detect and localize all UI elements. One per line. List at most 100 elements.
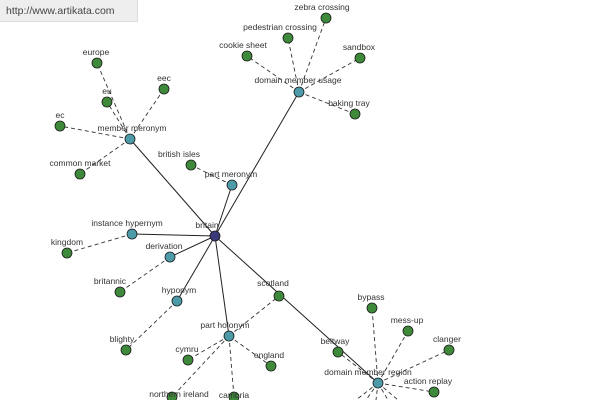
cookie-sheet-node-label: cookie sheet (219, 40, 267, 50)
sandbox-node[interactable] (354, 52, 366, 64)
scotland-node-label: scotland (257, 278, 289, 288)
northern-ireland-node-label: northern ireland (149, 389, 209, 399)
pedestrian-crossing-node-label: pedestrian crossing (243, 22, 317, 32)
part-meronym-node-label: part meronym (205, 169, 257, 179)
edge-domain-member-region-bypass (371, 307, 379, 384)
edge-member-meronym-eu (106, 101, 131, 140)
europe-node-label: europe (83, 47, 110, 57)
northern-ireland-node[interactable] (166, 391, 178, 400)
edge-member-meronym-eec (129, 88, 165, 140)
edge-domain-member-region-beltway (337, 351, 379, 384)
nodes-layer (54, 12, 455, 400)
england-node[interactable] (265, 360, 277, 372)
edge-domain-member-region-offscreen-1 (355, 382, 379, 400)
ec-node[interactable] (54, 120, 66, 132)
member-meronym-node-label: member meronym (98, 123, 167, 133)
hyponym-node-label: hyponym (162, 285, 197, 295)
common-market-node[interactable] (74, 168, 86, 180)
britain-node[interactable] (209, 230, 221, 242)
zebra-crossing-node-label: zebra crossing (294, 2, 350, 12)
edge-derivation-britannic (119, 256, 171, 293)
cambria-node[interactable] (228, 391, 240, 400)
domain-member-usage-node-label: domain member usage (255, 75, 342, 85)
edge-domain-member-usage-zebra-crossing (298, 17, 327, 93)
instance-hypernym-node-label: instance hypernym (91, 218, 162, 228)
edge-britain-member-meronym (129, 138, 216, 237)
bypass-node[interactable] (366, 302, 378, 314)
edges-layer (59, 17, 450, 400)
edge-britain-part-meronym (214, 184, 233, 237)
eu-node[interactable] (101, 96, 113, 108)
part-meronym-node[interactable] (226, 179, 238, 191)
eec-node[interactable] (158, 83, 170, 95)
clanger-node[interactable] (443, 344, 455, 356)
pedestrian-crossing-node[interactable] (282, 32, 294, 44)
britain-node-label: britain (195, 220, 218, 230)
edge-britain-domain-member-region (214, 235, 379, 384)
cymru-node[interactable] (182, 354, 194, 366)
site-url-link[interactable]: http://www.artikata.com (6, 5, 115, 17)
eec-node-label: eec (157, 73, 171, 83)
action-replay-node[interactable] (428, 386, 440, 398)
cymru-node-label: cymru (175, 344, 198, 354)
zebra-crossing-node[interactable] (320, 12, 332, 24)
labels-layer: britain domain member usage member meronym… (50, 2, 462, 400)
kingdom-node[interactable] (61, 247, 73, 259)
edge-domain-member-usage-baking-tray (298, 91, 356, 115)
scotland-node[interactable] (273, 290, 285, 302)
url-banner: http://www.artikata.com (0, 0, 138, 22)
domain-member-region-node[interactable] (372, 377, 384, 389)
baking-tray-node-label: baking tray (328, 98, 370, 108)
bypass-node-label: bypass (358, 292, 385, 302)
instance-hypernym-node[interactable] (126, 228, 138, 240)
part-holonym-node[interactable] (223, 330, 235, 342)
action-replay-node-label: action replay (404, 376, 453, 386)
britannic-node[interactable] (114, 286, 126, 298)
edge-part-holonym-cambria (228, 335, 235, 398)
sandbox-node-label: sandbox (343, 42, 376, 52)
member-meronym-node[interactable] (124, 133, 136, 145)
blighty-node-label: blighty (110, 334, 135, 344)
edge-britain-instance-hypernym (131, 233, 216, 237)
edge-domain-member-region-offscreen-5 (377, 382, 399, 400)
england-node-label: england (254, 350, 285, 360)
edge-domain-member-usage-pedestrian-crossing (287, 37, 300, 93)
domain-member-region-node-label: domain member region (324, 367, 412, 377)
derivation-node-label: derivation (146, 241, 183, 251)
mess-up-node[interactable] (402, 325, 414, 337)
kingdom-node-label: kingdom (51, 237, 83, 247)
derivation-node[interactable] (164, 251, 176, 263)
europe-node[interactable] (91, 57, 103, 69)
edge-britain-derivation (169, 235, 216, 258)
edge-part-holonym-england (228, 335, 272, 367)
mess-up-node-label: mess-up (391, 315, 424, 325)
edge-member-meronym-common-market (79, 138, 131, 175)
britannic-node-label: britannic (94, 276, 127, 286)
edge-instance-hypernym-kingdom (66, 233, 133, 254)
edge-domain-member-region-clanger (377, 349, 450, 384)
edge-hyponym-blighty (125, 300, 178, 351)
cambria-node-label: cambria (219, 390, 250, 400)
edge-part-meronym-british-isles (190, 164, 233, 186)
edge-britain-domain-member-usage (214, 91, 300, 237)
eu-node-label: eu (102, 86, 112, 96)
common-market-node-label: common market (50, 158, 112, 168)
edge-domain-member-usage-sandbox (298, 57, 361, 93)
edge-britain-part-holonym (214, 235, 230, 337)
edge-domain-member-region-mess-up (377, 330, 409, 384)
beltway-node[interactable] (332, 346, 344, 358)
edge-domain-member-usage-cookie-sheet (246, 55, 300, 93)
edge-member-meronym-ec (59, 125, 131, 140)
edge-part-holonym-scotland (228, 295, 280, 337)
british-isles-node[interactable] (185, 159, 197, 171)
blighty-node[interactable] (120, 344, 132, 356)
hyponym-node[interactable] (171, 295, 183, 307)
edge-part-holonym-cymru (187, 335, 230, 361)
baking-tray-node[interactable] (349, 108, 361, 120)
british-isles-node-label: british isles (158, 149, 200, 159)
domain-member-usage-node[interactable] (293, 86, 305, 98)
edge-britain-hyponym (176, 235, 216, 302)
cookie-sheet-node[interactable] (241, 50, 253, 62)
clanger-node-label: clanger (433, 334, 461, 344)
ec-node-label: ec (56, 110, 66, 120)
